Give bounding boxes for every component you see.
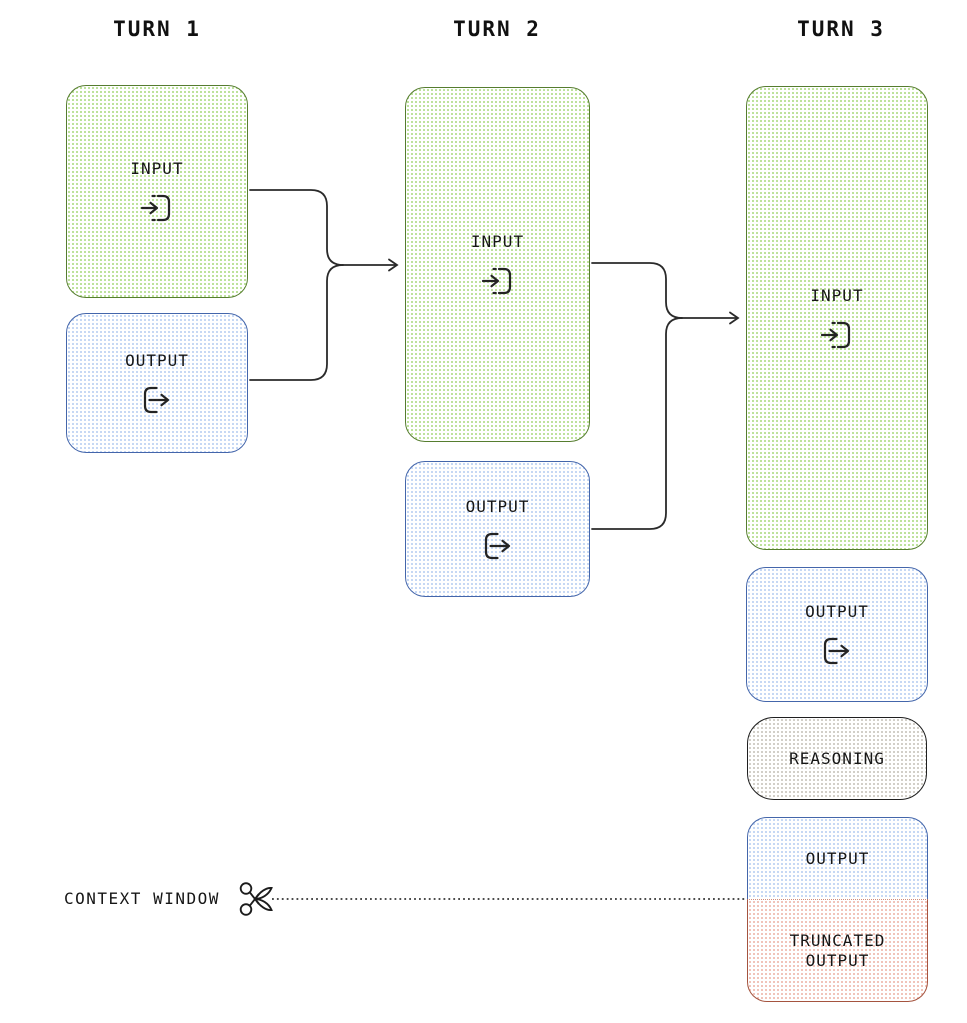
turn-3-final-output-label: OUTPUT: [805, 848, 870, 868]
output-arrow-icon: [143, 386, 170, 413]
turn-3-input-label: INPUT: [810, 285, 864, 305]
merge-connector-turn1-to-turn2: [249, 189, 399, 381]
turn-2-output-label: OUTPUT: [465, 496, 530, 516]
turn-3-reasoning-label: REASONING: [789, 748, 885, 768]
arrowhead-icon: [729, 311, 740, 325]
input-arrow-icon: [481, 267, 511, 295]
turn-3-final-output-box: OUTPUT TRUNCATED OUTPUT: [747, 817, 928, 1002]
input-arrow-icon: [140, 194, 171, 222]
turn-3-title: TURN 3: [797, 17, 885, 41]
turn-3-reasoning-box: REASONING: [747, 717, 927, 800]
turn-1-output-label: OUTPUT: [125, 350, 189, 370]
turn-1-output-box: OUTPUT: [66, 313, 248, 453]
scissors-icon: [239, 882, 273, 916]
truncated-output-line-2: OUTPUT: [805, 950, 870, 970]
arrowhead-icon: [388, 258, 399, 272]
output-arrow-icon: [484, 532, 510, 559]
output-arrow-icon: [823, 637, 850, 665]
context-window-label: CONTEXT WINDOW: [64, 889, 220, 908]
turn-1-title: TURN 1: [113, 17, 201, 41]
turn-1-input-label: INPUT: [130, 159, 184, 178]
turn-3-final-output-kept: OUTPUT: [747, 817, 928, 899]
turn-3-input-box: INPUT: [746, 86, 928, 550]
turn-2-output-box: OUTPUT: [405, 461, 590, 597]
truncated-output-line-1: TRUNCATED: [789, 930, 886, 950]
turn-1-input-box: INPUT: [66, 85, 248, 298]
turn-3-output-label: OUTPUT: [805, 602, 869, 621]
turn-2-title: TURN 2: [453, 17, 541, 41]
turn-2-input-label: INPUT: [470, 232, 525, 251]
input-arrow-icon: [820, 321, 851, 348]
turn-3-truncated-output: TRUNCATED OUTPUT: [747, 899, 928, 1002]
turn-3-output-box: OUTPUT: [746, 567, 928, 702]
turn-2-input-box: INPUT: [405, 87, 590, 442]
merge-connector-turn2-to-turn3: [591, 262, 740, 530]
